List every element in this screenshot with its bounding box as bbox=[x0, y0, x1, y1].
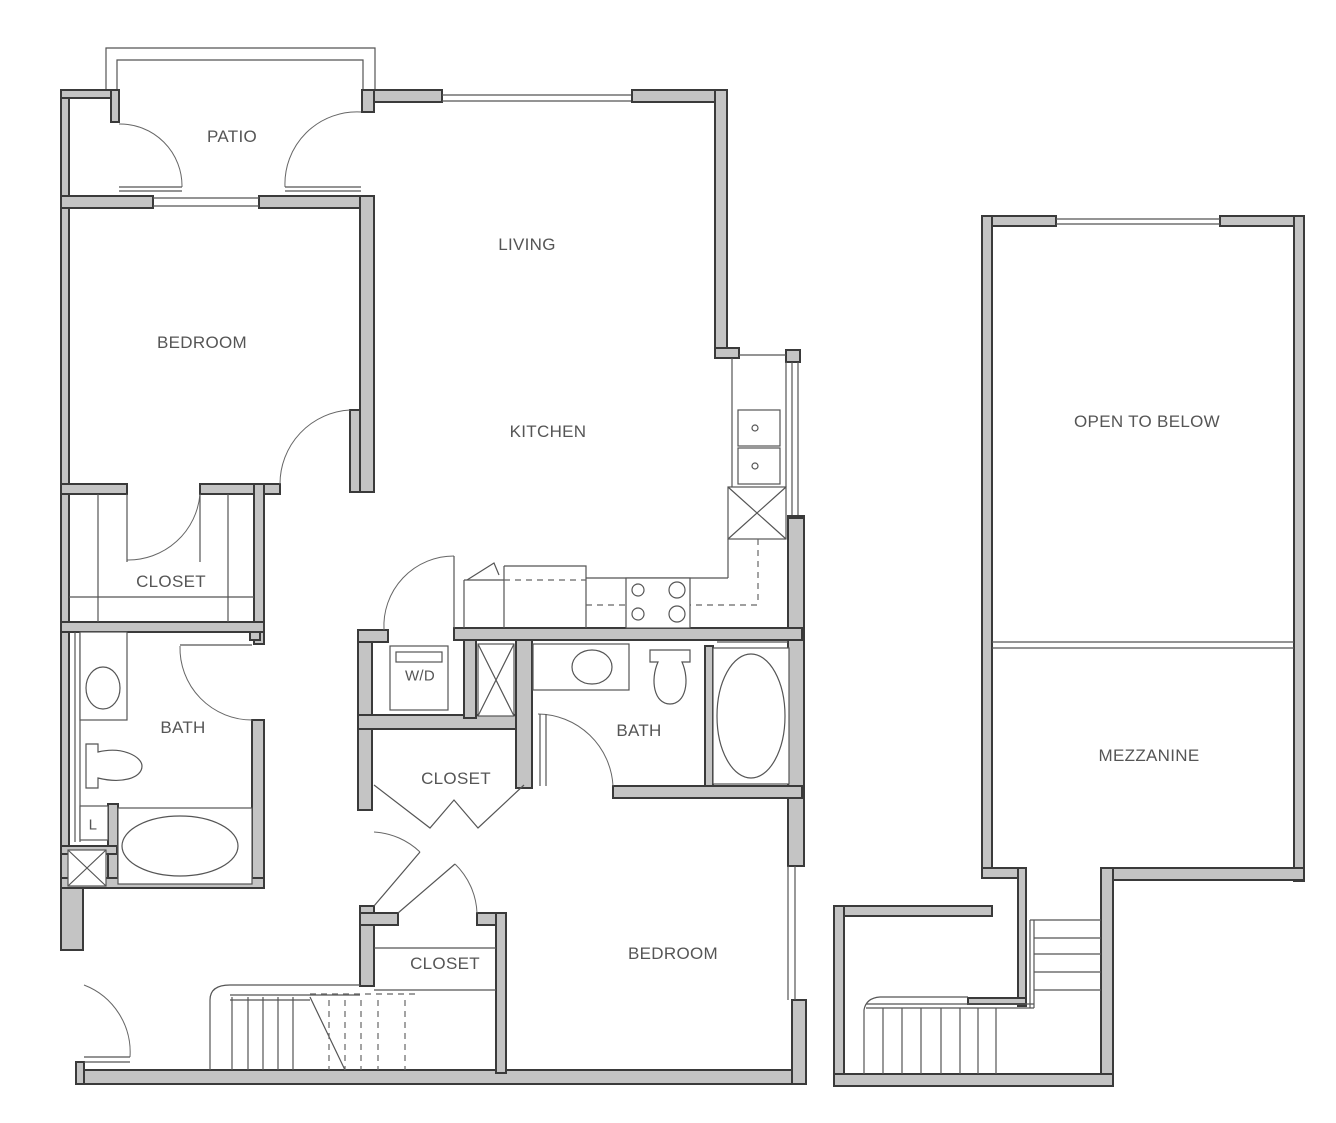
main-stairs bbox=[209, 984, 420, 1071]
upper-stairs bbox=[863, 919, 1101, 1074]
main-level-walls bbox=[60, 47, 807, 1085]
room-label-bath-2: BATH bbox=[616, 721, 662, 740]
room-label-kitchen: KITCHEN bbox=[509, 422, 587, 441]
room-label-washer-dryer: W/D bbox=[404, 667, 436, 685]
room-label-bath-1: BATH bbox=[160, 718, 206, 737]
room-label-closet-2: CLOSET bbox=[421, 769, 491, 788]
room-label-living: LIVING bbox=[498, 235, 556, 254]
room-label-mezzanine: MEZZANINE bbox=[1098, 746, 1200, 765]
room-label-patio: PATIO bbox=[207, 127, 257, 146]
door-swings bbox=[83, 111, 614, 1063]
room-label-linen: L bbox=[88, 816, 98, 834]
upper-level-walls bbox=[833, 215, 1305, 1087]
room-label-closet-1: CLOSET bbox=[136, 572, 206, 591]
bath-fixtures bbox=[67, 631, 790, 887]
room-label-bedroom-2: BEDROOM bbox=[628, 944, 718, 963]
room-label-bedroom-1: BEDROOM bbox=[157, 333, 247, 352]
kitchen-fixtures bbox=[463, 358, 787, 629]
room-label-open-to-below: OPEN TO BELOW bbox=[1074, 412, 1220, 431]
room-label-closet-3: CLOSET bbox=[410, 954, 480, 973]
